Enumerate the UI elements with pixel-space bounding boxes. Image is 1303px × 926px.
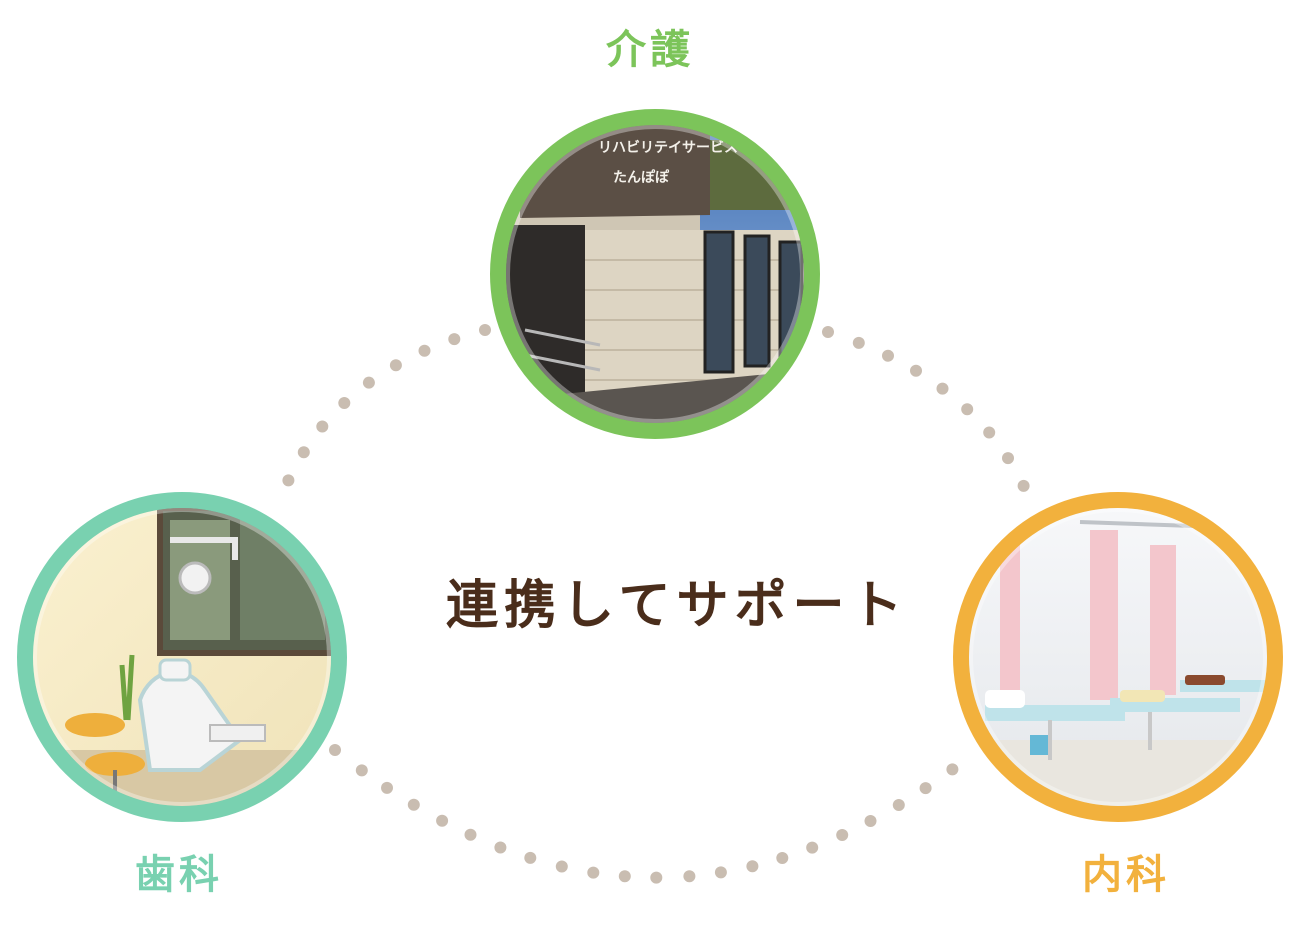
connector-dot (983, 427, 995, 439)
connector-dot (1018, 480, 1030, 492)
connector-dot (806, 842, 818, 854)
connector-dot (448, 333, 460, 345)
connector-dot (650, 872, 662, 884)
connector-dot (893, 799, 905, 811)
connector-dot (465, 829, 477, 841)
connector-dot (822, 326, 834, 338)
connector-dot (746, 860, 758, 872)
connector-dot (408, 799, 420, 811)
connector-dot (910, 365, 922, 377)
connector-dot (363, 377, 375, 389)
connector-dot (865, 815, 877, 827)
dental-label: 歯科 (135, 855, 223, 895)
connector-dot (419, 345, 431, 357)
connector-dot (619, 870, 631, 882)
center-title: 連携してサポート (446, 580, 908, 632)
connector-dot (329, 744, 341, 756)
internal-label: 内科 (1082, 855, 1170, 895)
connector-dot (776, 852, 788, 864)
connector-dot (356, 764, 368, 776)
connector-dot (298, 446, 310, 458)
connector-dot (853, 337, 865, 349)
connector-dot (946, 763, 958, 775)
connector-dot (836, 829, 848, 841)
connector-dot (1002, 452, 1014, 464)
connector-dot (587, 867, 599, 879)
connector-dot (683, 870, 695, 882)
connector-dot (524, 852, 536, 864)
connector-dot (937, 383, 949, 395)
connector-dot (282, 474, 294, 486)
connector-dot (556, 861, 568, 873)
sign-line2: たんぽぽ (613, 169, 670, 186)
connector-dot (715, 866, 727, 878)
connector-dot (920, 782, 932, 794)
connector-dot (338, 397, 350, 409)
connector-dot (390, 359, 402, 371)
connector-dot (479, 324, 491, 336)
connector-dot (436, 815, 448, 827)
connector-dot (381, 782, 393, 794)
connector-dot (494, 842, 506, 854)
connector-dot (882, 350, 894, 362)
connector-dot (316, 421, 328, 433)
connector-dot (961, 403, 973, 415)
care-label: 介護 (606, 30, 694, 70)
